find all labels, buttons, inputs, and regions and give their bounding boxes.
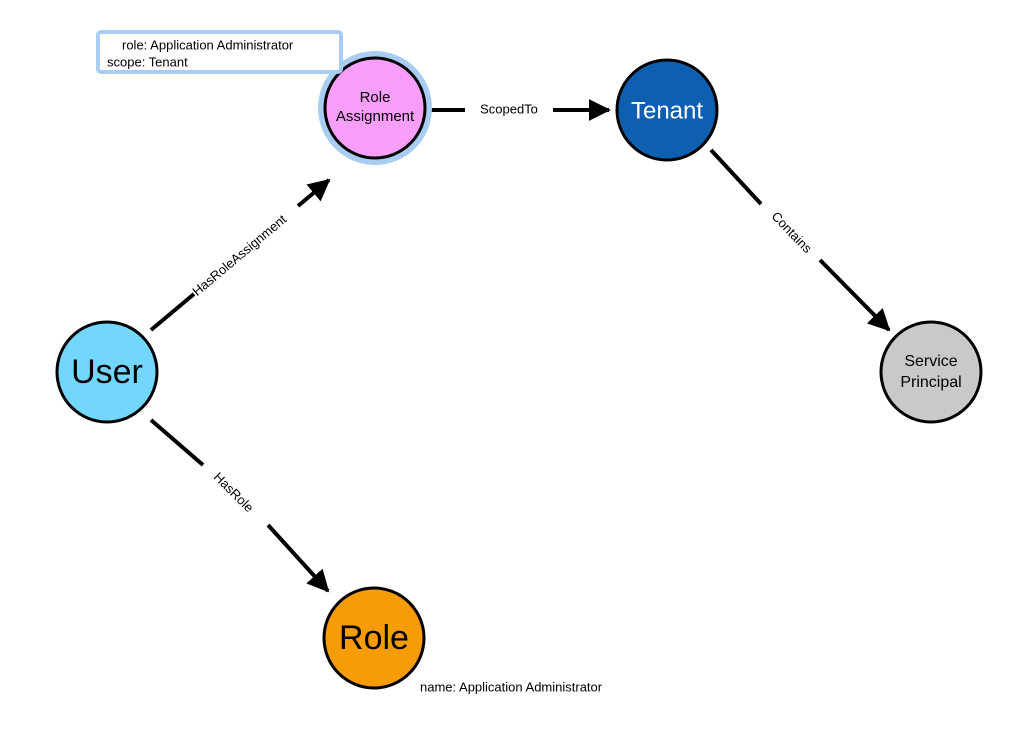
edge-scoped-to[interactable]: ScopedTo xyxy=(430,99,611,121)
role-properties: name: Application Administrator xyxy=(420,679,603,694)
edge-has-role[interactable]: HasRole xyxy=(149,418,330,593)
edge-contains[interactable]: Contains xyxy=(709,148,891,332)
node-label-user: User xyxy=(71,353,143,391)
role-assignment-properties-box: role: Application Administrator scope: T… xyxy=(96,30,343,74)
edge-label-has-role: HasRole xyxy=(211,469,257,515)
node-label-tenant: Tenant xyxy=(631,97,703,124)
edge-label-scoped-to: ScopedTo xyxy=(480,101,538,116)
node-service-principal[interactable]: Service Principal xyxy=(879,320,983,424)
node-tenant[interactable]: Tenant xyxy=(615,58,719,162)
role-assignment-prop-role: role: Application Administrator xyxy=(122,37,294,52)
node-label-service-principal-line2: Principal xyxy=(900,374,961,391)
node-label-service-principal-line1: Service xyxy=(904,353,957,370)
node-label-role-assignment-line1: Role xyxy=(360,89,391,106)
edge-label-has-role-assignment: HasRoleAssignment xyxy=(189,211,289,298)
edge-has-role-assignment[interactable]: HasRoleAssignment xyxy=(149,178,331,332)
node-role-assignment[interactable]: Role Assignment xyxy=(318,51,432,165)
role-assignment-prop-scope: scope: Tenant xyxy=(107,54,188,69)
node-label-role-assignment-line2: Assignment xyxy=(336,108,415,125)
node-user[interactable]: User xyxy=(55,320,159,424)
edge-label-contains: Contains xyxy=(769,209,816,257)
node-label-role: Role xyxy=(339,619,409,657)
node-role[interactable]: Role xyxy=(322,586,426,690)
